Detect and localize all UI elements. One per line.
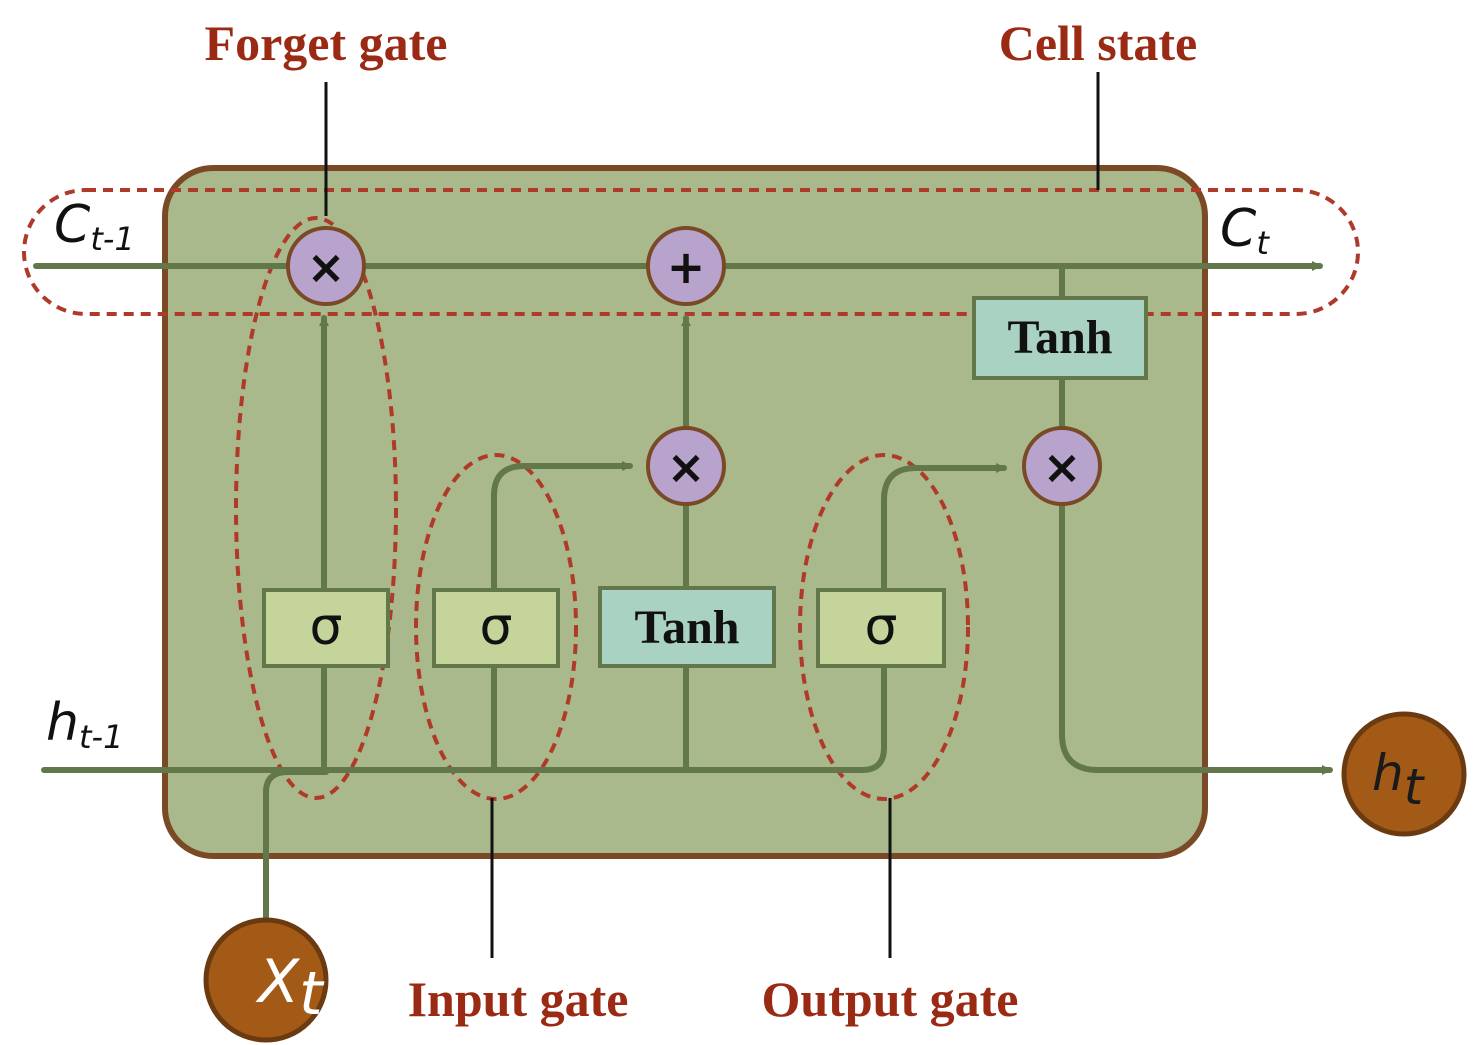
h-output-node: ht [1341,711,1467,837]
svg-text:×: × [667,440,706,494]
input-multiply-op: × [646,426,726,506]
svg-text:σ: σ [480,597,513,657]
x-input-node: Xt [203,917,329,1043]
svg-text:ht: ht [1372,744,1426,816]
svg-text:×: × [307,240,346,294]
svg-text:Tanh: Tanh [1008,311,1113,364]
cell-state-label: Cell state [999,15,1198,71]
svg-text:×: × [1043,440,1082,494]
forget-gate-label: Forget gate [205,15,448,71]
candidate-tanh-box: Tanh [598,586,776,668]
h-prev-label: ht-1 [46,693,123,756]
output-gate-label: Output gate [762,971,1019,1027]
c-next-label: Ct [1220,199,1270,262]
output-multiply-op: × [1022,426,1102,506]
input-gate-label: Input gate [408,971,629,1027]
output-gate-region [798,453,970,801]
forget-gate-region [234,216,398,800]
c-prev-label: Ct-1 [54,195,135,258]
svg-text:σ: σ [865,597,898,657]
cell-state-region [22,188,1360,316]
input-sigma-box: σ [432,588,560,668]
forget-multiply-op: × [286,226,366,306]
output-sigma-box: σ [816,588,946,668]
svg-text:+: + [667,240,706,294]
input-gate-region [414,453,578,801]
svg-text:Tanh: Tanh [635,601,740,654]
svg-text:Xt: Xt [255,947,325,1029]
svg-text:σ: σ [310,597,343,657]
forget-sigma-box: σ [262,588,390,668]
cell-add-op: + [646,226,726,306]
output-tanh-box: Tanh [972,296,1148,380]
